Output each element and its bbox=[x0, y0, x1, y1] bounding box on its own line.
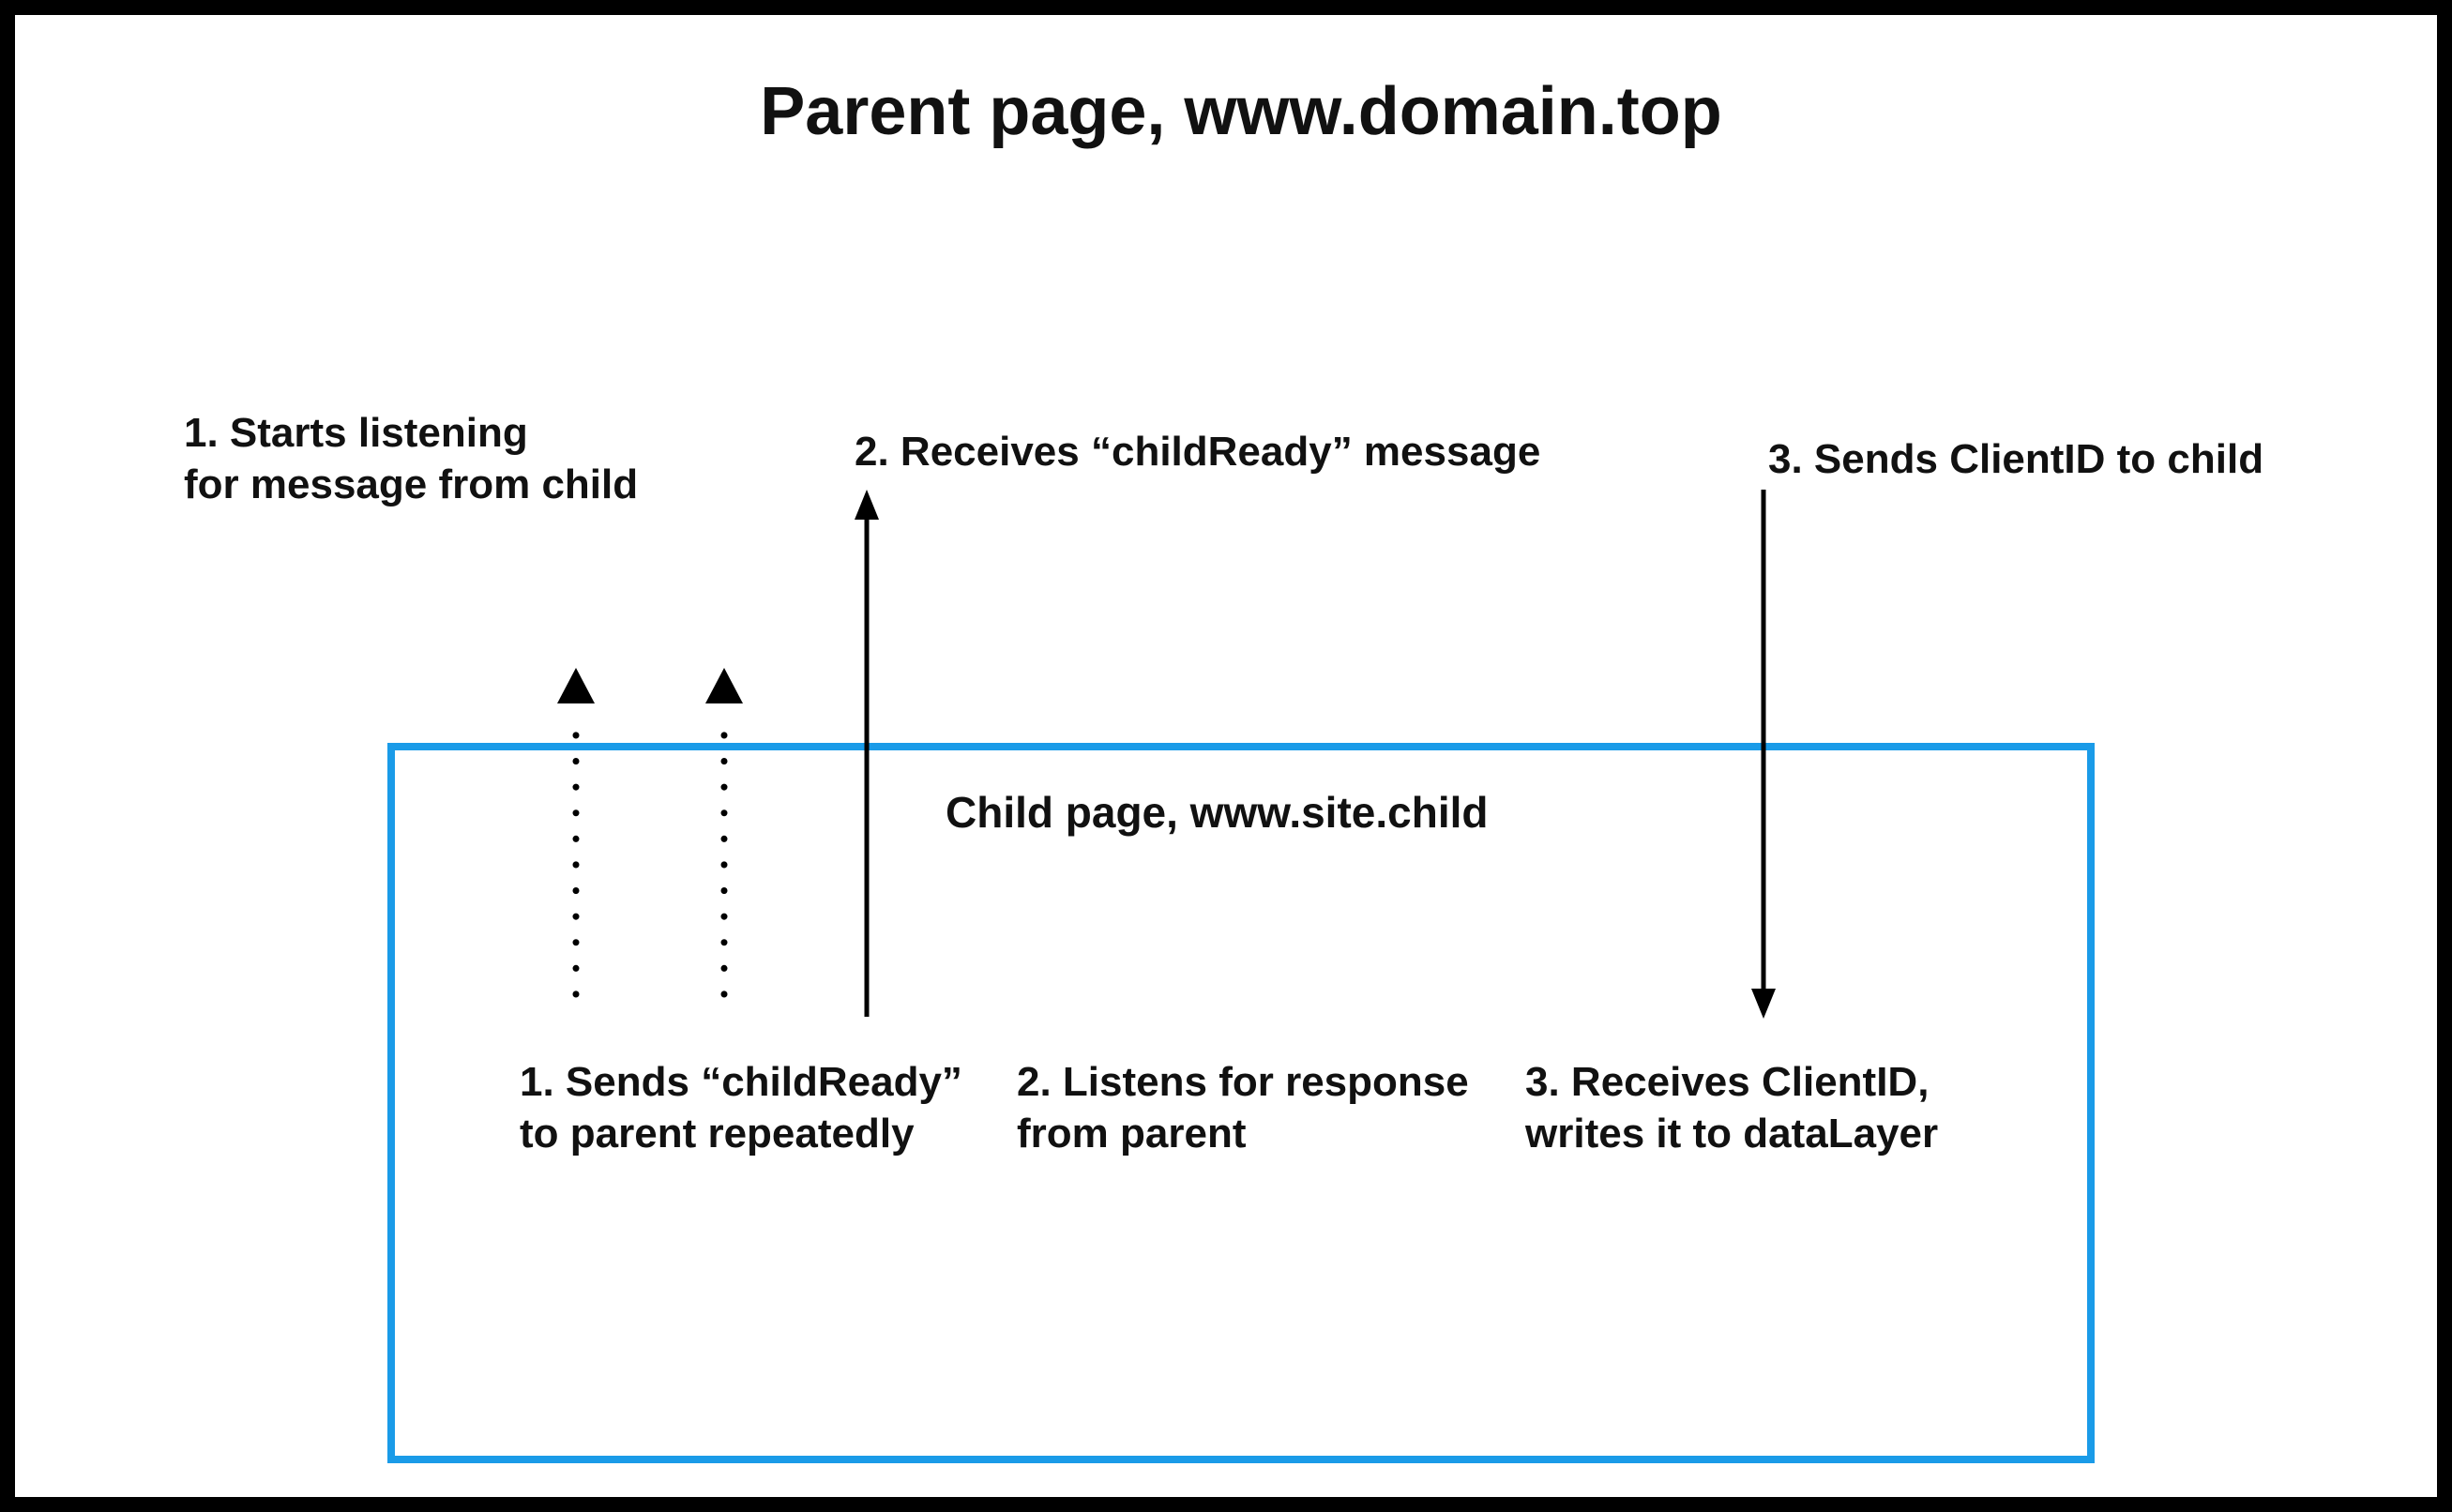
solid-arrow-up bbox=[855, 490, 879, 1017]
child-page-box bbox=[387, 743, 2095, 1463]
parent-step-2-line1: 2. Receives “childReady” message bbox=[855, 429, 1541, 475]
child-step-1-line1: 1. Sends “childReady” bbox=[520, 1059, 962, 1105]
child-step-2-line2: from parent bbox=[1017, 1111, 1247, 1157]
parent-step-2: 2. Receives “childReady” message bbox=[855, 426, 1540, 477]
parent-step-1-line2: for message from child bbox=[184, 461, 639, 507]
parent-step-1: 1. Starts listening for message from chi… bbox=[184, 407, 638, 510]
parent-page-title: Parent page, www.domain.top bbox=[760, 74, 1722, 149]
child-step-1-line2: to parent repeatedly bbox=[520, 1111, 915, 1157]
solid-arrow-down bbox=[1751, 490, 1776, 1019]
child-step-3: 3. Receives ClientID, writes it to dataL… bbox=[1525, 1056, 1938, 1159]
child-step-2-line1: 2. Listens for response bbox=[1017, 1059, 1469, 1105]
parent-step-3-line1: 3. Sends ClientID to child bbox=[1768, 436, 2264, 482]
child-step-1: 1. Sends “childReady” to parent repeated… bbox=[520, 1056, 962, 1159]
child-step-2: 2. Listens for response from parent bbox=[1017, 1056, 1469, 1159]
dotted-arrow-up-2 bbox=[705, 668, 743, 998]
parent-step-3: 3. Sends ClientID to child bbox=[1768, 433, 2263, 485]
parent-step-1-line1: 1. Starts listening bbox=[184, 410, 528, 456]
child-page-title: Child page, www.site.child bbox=[946, 788, 1489, 837]
child-step-3-line1: 3. Receives ClientID, bbox=[1525, 1059, 1930, 1105]
child-step-3-line2: writes it to dataLayer bbox=[1525, 1111, 1939, 1157]
dotted-arrow-up-1 bbox=[557, 668, 595, 998]
connector-arrows bbox=[557, 490, 1776, 1019]
